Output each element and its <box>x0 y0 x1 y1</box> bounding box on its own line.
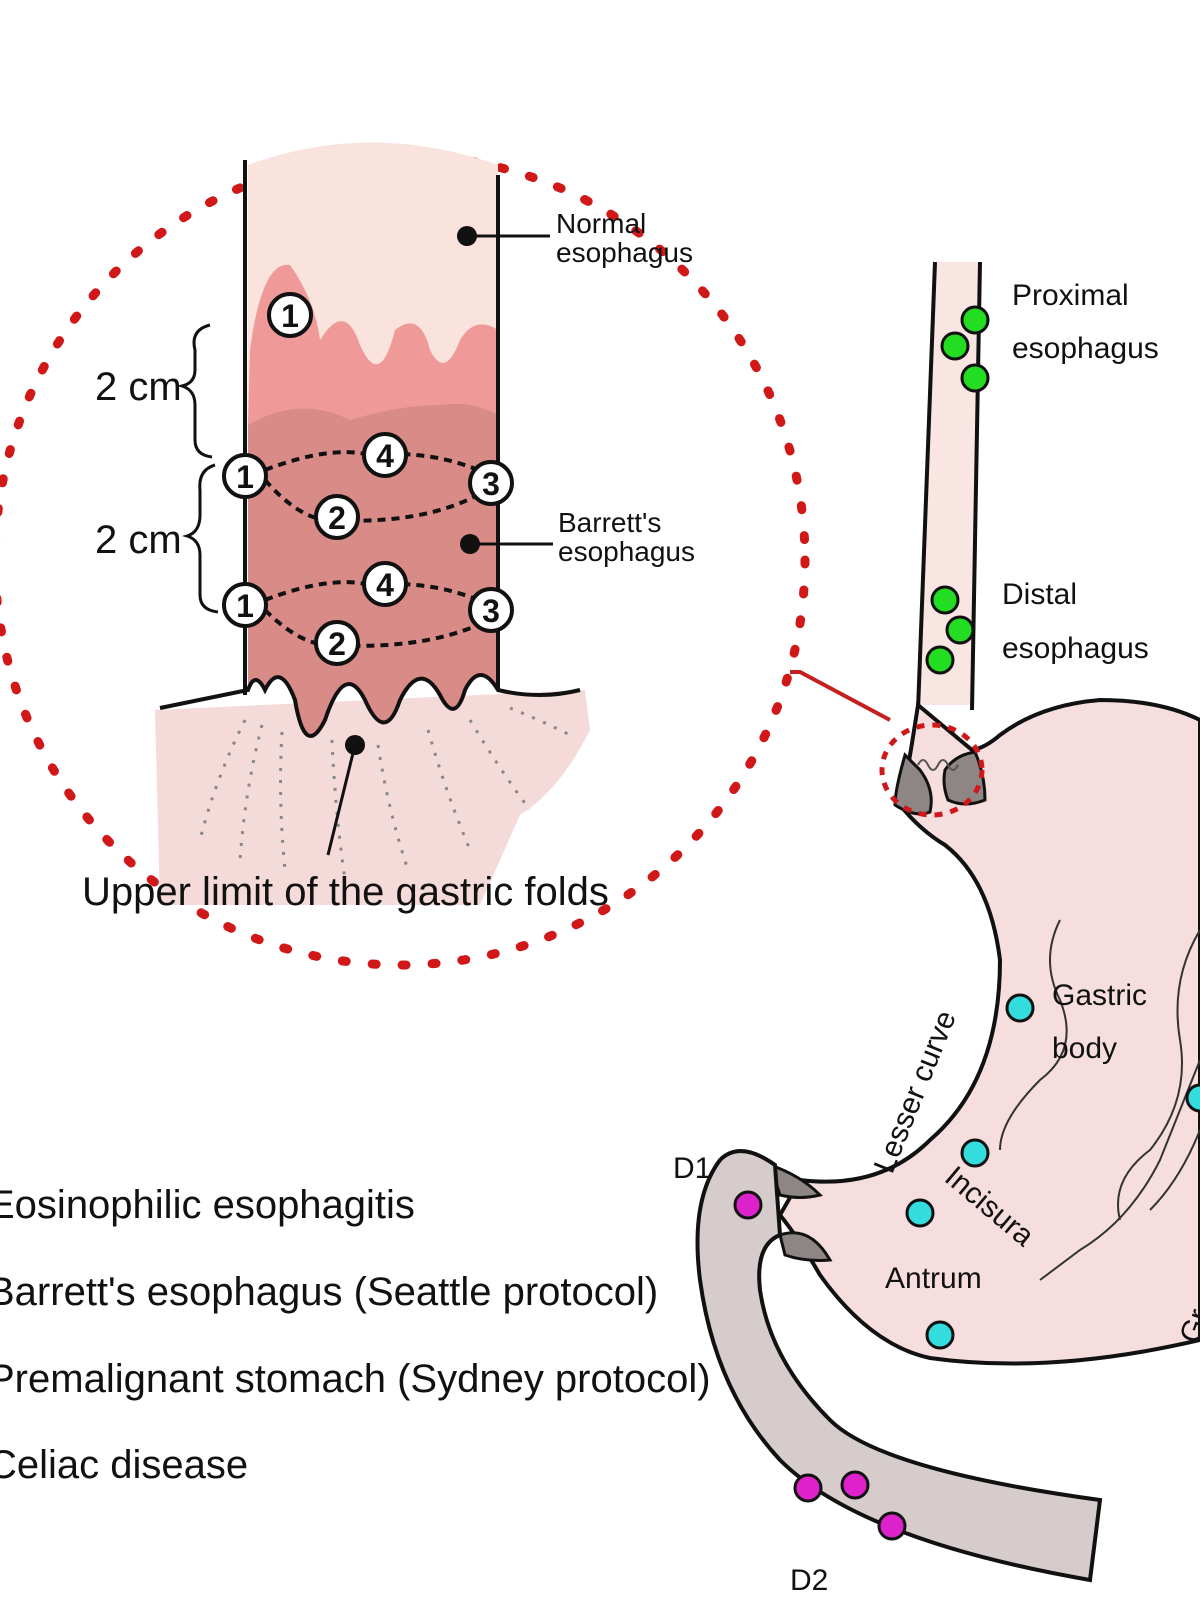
gastric-rugae <box>999 919 1200 1281</box>
biopsy-marker: 1 <box>222 453 268 499</box>
distal-esophagus-label-line2: esophagus <box>1002 632 1149 665</box>
antrum-label: Antrum <box>885 1262 982 1295</box>
duodenum <box>695 1149 1103 1583</box>
barretts-esophagus-pointer <box>460 534 553 554</box>
svg-text:3: 3 <box>482 466 500 502</box>
zoom-dashed-circle <box>0 150 810 970</box>
legend-item: Celiac disease <box>0 1443 248 1487</box>
biopsy-marker: 1 <box>222 582 268 628</box>
d2-label: D2 <box>790 1564 828 1597</box>
biopsy-marker: 3 <box>468 460 514 506</box>
svg-text:2: 2 <box>328 626 346 662</box>
svg-text:1: 1 <box>281 298 299 334</box>
gastric-body-label-line2: body <box>1052 1032 1117 1065</box>
zoom-connector <box>790 670 891 722</box>
svg-text:3: 3 <box>482 593 500 629</box>
esophagus-tube-left-wall <box>916 261 937 711</box>
distal-esophagus-label-line1: Distal <box>1002 578 1077 611</box>
normal-esophagus-label-line2: esophagus <box>556 237 693 268</box>
biopsy-marker: 4 <box>362 561 408 607</box>
ge-junction-dashed-circle <box>879 722 985 818</box>
celiac-biopsy-dots <box>733 1190 907 1541</box>
normal-esophagus-label-line1: Normal <box>556 208 646 239</box>
svg-text:4: 4 <box>376 567 394 603</box>
bracket-bottom <box>181 463 219 614</box>
legend: Eosinophilic esophagitis Barrett's esoph… <box>0 1183 711 1487</box>
spacing-label-top: 2 cm <box>95 365 182 409</box>
gastric-fold-dots <box>198 706 571 881</box>
sydney-biopsy-dots <box>905 993 1200 1350</box>
gastric-folds-pointer <box>326 735 365 856</box>
legend-item: Barrett's esophagus (Seattle protocol) <box>0 1270 658 1314</box>
proximal-esophagus-label-line1: Proximal <box>1012 279 1129 312</box>
gastric-folds-outline <box>159 673 581 738</box>
svg-text:1: 1 <box>236 459 254 495</box>
pylorus-upper <box>767 1162 823 1199</box>
barretts-esophagus-label-line2: esophagus <box>558 536 695 567</box>
spacing-label-bottom: 2 cm <box>95 518 182 562</box>
gastric-mucosa-patch <box>155 690 590 905</box>
gastric-body-label-line1: Gastric <box>1052 979 1147 1012</box>
biopsy-marker: 4 <box>362 432 408 478</box>
legend-item: Eosinophilic esophagitis <box>0 1183 415 1227</box>
normal-esophagus-pointer <box>457 226 550 246</box>
proximal-esophagus-label-line2: esophagus <box>1012 332 1159 365</box>
legend-item: Premalignant stomach (Sydney protocol) <box>0 1357 711 1401</box>
svg-text:4: 4 <box>376 438 394 474</box>
pylorus-lower <box>778 1231 833 1262</box>
ge-sphincter-left <box>893 752 933 816</box>
eosinophilic-biopsy-dots <box>925 305 990 675</box>
biopsy-marker: 3 <box>468 587 514 633</box>
biopsy-marker: 2 <box>314 620 360 666</box>
barretts-esophagus-label-line1: Barrett's <box>558 507 661 538</box>
biopsy-marker: 1 <box>267 292 313 338</box>
gastric-folds-label: Upper limit of the gastric folds <box>82 870 609 914</box>
d1-label: D1 <box>673 1152 711 1185</box>
svg-text:1: 1 <box>236 588 254 624</box>
bracket-top <box>176 323 213 459</box>
biopsy-marker: 2 <box>314 494 360 540</box>
stomach-body <box>777 697 1200 1366</box>
ge-squiggle <box>917 759 959 771</box>
svg-text:2: 2 <box>328 500 346 536</box>
